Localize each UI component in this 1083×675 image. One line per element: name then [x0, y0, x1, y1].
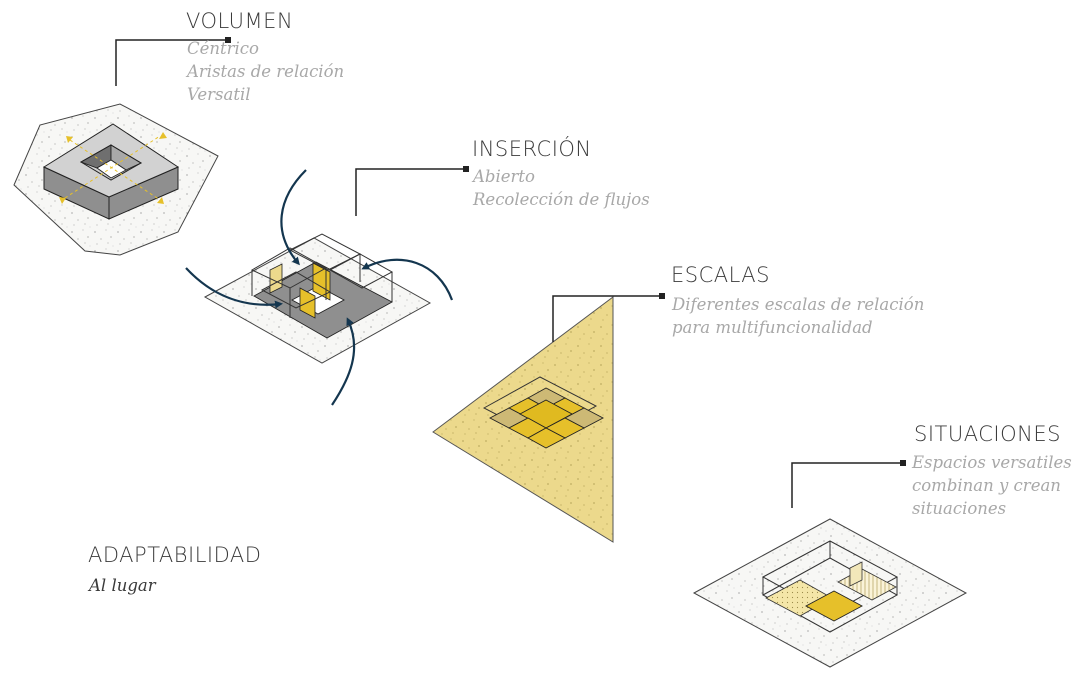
volumen-axis-b	[69, 139, 161, 201]
volumen-diagram	[13, 103, 219, 256]
insercion-flow-arrow-3	[185, 267, 283, 309]
escalas-line-1: Diferentes escalas de relación	[672, 295, 925, 314]
volumen-courtyard-floor	[96, 159, 127, 179]
escalas-leader	[552, 295, 662, 342]
main-subtitle: Al lugar	[89, 576, 156, 595]
escalas-tile-bottom	[527, 427, 566, 449]
situaciones-wall	[849, 561, 863, 587]
situaciones-diagram	[692, 518, 968, 668]
escalas-title: ESCALAS	[671, 263, 771, 287]
insercion-flow-arrow-4	[331, 317, 356, 406]
situaciones-line-3: situaciones	[912, 499, 1007, 518]
insercion-diagram	[185, 169, 454, 406]
volumen-leader-marker	[225, 37, 231, 43]
escalas-line-2: para multifuncionalidad	[672, 318, 873, 337]
volumen-axis-arrow-2	[159, 132, 167, 139]
leader-end-markers	[225, 37, 906, 466]
insercion-box-4	[260, 271, 332, 309]
escalas-diagram	[432, 296, 614, 543]
volumen-axis-arrow-4	[157, 197, 164, 204]
insercion-line-1: Abierto	[473, 167, 535, 186]
situaciones-title: SITUACIONES	[914, 422, 1061, 446]
escalas-leader-marker	[659, 293, 665, 299]
insercion-title: INSERCIÓN	[472, 137, 592, 161]
insercion-flow-arrow-2	[361, 258, 454, 301]
insercion-leader-marker	[463, 166, 469, 172]
volumen-line-2: Aristas de relación	[187, 62, 345, 81]
situaciones-description: Espacios versatiles combinan y crean sit…	[912, 451, 1072, 520]
main-title: ADAPTABILIDAD	[88, 543, 262, 567]
insercion-description: Abierto Recolección de flujos	[473, 165, 650, 211]
situaciones-yellow-zone	[805, 590, 863, 622]
volumen-axis-arrow-1	[59, 197, 66, 204]
situaciones-line-2: combinan y crean	[912, 476, 1061, 495]
insercion-line-2: Recolección de flujos	[473, 190, 650, 209]
volumen-axis-a	[64, 135, 161, 199]
volumen-line-3: Versatil	[187, 85, 251, 104]
volumen-line-1: Céntrico	[187, 39, 259, 58]
volumen-description: Céntrico Aristas de relación Versatil	[187, 37, 344, 106]
insercion-flow-arrow-1	[280, 169, 307, 266]
volumen-leader	[115, 39, 228, 86]
situaciones-leader	[791, 462, 903, 508]
leader-lines	[115, 39, 903, 508]
insercion-leader	[355, 168, 466, 216]
situaciones-line-1: Espacios versatiles	[912, 453, 1072, 472]
escalas-description: Diferentes escalas de relación para mult…	[672, 293, 924, 339]
volumen-title: VOLUMEN	[186, 9, 294, 33]
volumen-courtyard-rim	[80, 144, 142, 181]
situaciones-leader-marker	[900, 460, 906, 466]
volumen-axis-arrow-3	[66, 136, 73, 143]
